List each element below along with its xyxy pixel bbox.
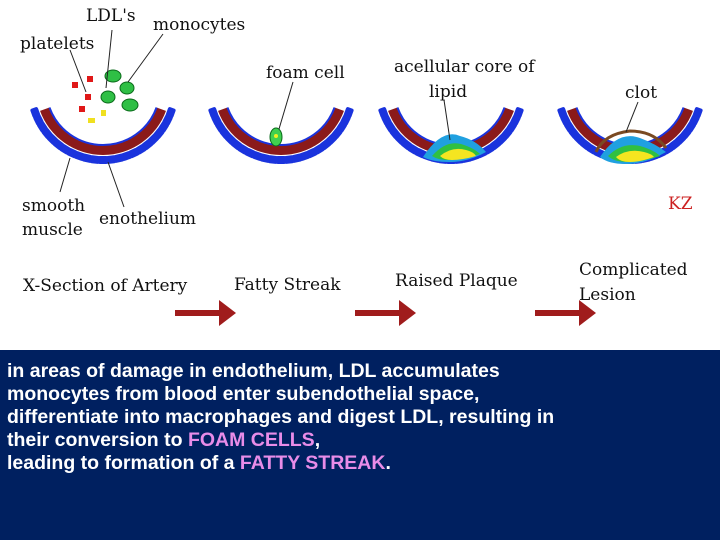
- artery-diagram: LDL's monocytes platelets foam cell acel…: [20, 6, 703, 326]
- caption-panel: in areas of damage in endothelium, LDL a…: [0, 350, 720, 540]
- label-acellular-core: acellular core of: [394, 57, 536, 77]
- clot-shape: [594, 129, 668, 164]
- artery-section: [208, 107, 354, 164]
- monocyte: [121, 98, 139, 112]
- arrow-right-icon: [355, 300, 416, 326]
- label-monocytes: monocytes: [153, 15, 245, 35]
- caption-line-4: their conversion to FOAM CELLS,: [7, 429, 714, 452]
- platelet: [72, 82, 78, 88]
- caption-highlight-fatty-streak: FATTY STREAK: [239, 452, 386, 474]
- caption-line-2: monocytes from blood enter subendothelia…: [7, 383, 480, 405]
- platelet: [88, 118, 95, 123]
- platelet: [101, 110, 106, 116]
- ldl-particle: [87, 76, 93, 82]
- arrow-right-icon: [535, 300, 596, 326]
- caption-highlight-foam-cells: FOAM CELLS: [187, 429, 315, 451]
- caption-text: .: [385, 452, 391, 474]
- monocyte: [119, 81, 135, 95]
- label-endothelium: enothelium: [99, 209, 196, 229]
- artery-section: [30, 107, 176, 164]
- arrow-right-icon: [175, 300, 236, 326]
- caption-line-1: in areas of damage in endothelium, LDL a…: [7, 360, 500, 382]
- caption-text: ,: [314, 429, 321, 451]
- blood-particles: [72, 69, 139, 123]
- foam-cell-shape: [269, 127, 283, 147]
- leader-lines: [59, 29, 639, 208]
- stage-label-raised-plaque: Raised Plaque: [395, 271, 518, 291]
- label-platelets: platelets: [20, 34, 94, 54]
- monocyte: [104, 69, 122, 83]
- monocyte: [100, 90, 116, 104]
- label-lipid: lipid: [429, 82, 467, 102]
- stage-label-lesion: Lesion: [579, 285, 636, 305]
- progression-arrows: [175, 300, 596, 326]
- label-ldl: LDL's: [86, 6, 136, 26]
- caption-line-5: leading to formation of a FATTY STREAK.: [7, 452, 714, 475]
- stage-label-fatty-streak: Fatty Streak: [234, 275, 341, 295]
- platelet: [85, 94, 91, 100]
- label-muscle: muscle: [22, 220, 83, 240]
- caption-text: leading to formation of a: [7, 452, 240, 474]
- credit-kz: KZ: [668, 194, 693, 214]
- caption-line-3: differentiate into macrophages and diges…: [7, 406, 555, 428]
- caption-text: their conversion to: [7, 429, 188, 451]
- platelet: [79, 106, 85, 112]
- stage-label-complicated: Complicated: [579, 260, 688, 280]
- label-clot: clot: [625, 83, 657, 103]
- raised-plaque-shape: [423, 134, 486, 162]
- label-foam-cell: foam cell: [266, 63, 345, 83]
- label-smooth: smooth: [22, 196, 85, 216]
- stage-label-artery: X-Section of Artery: [23, 276, 188, 296]
